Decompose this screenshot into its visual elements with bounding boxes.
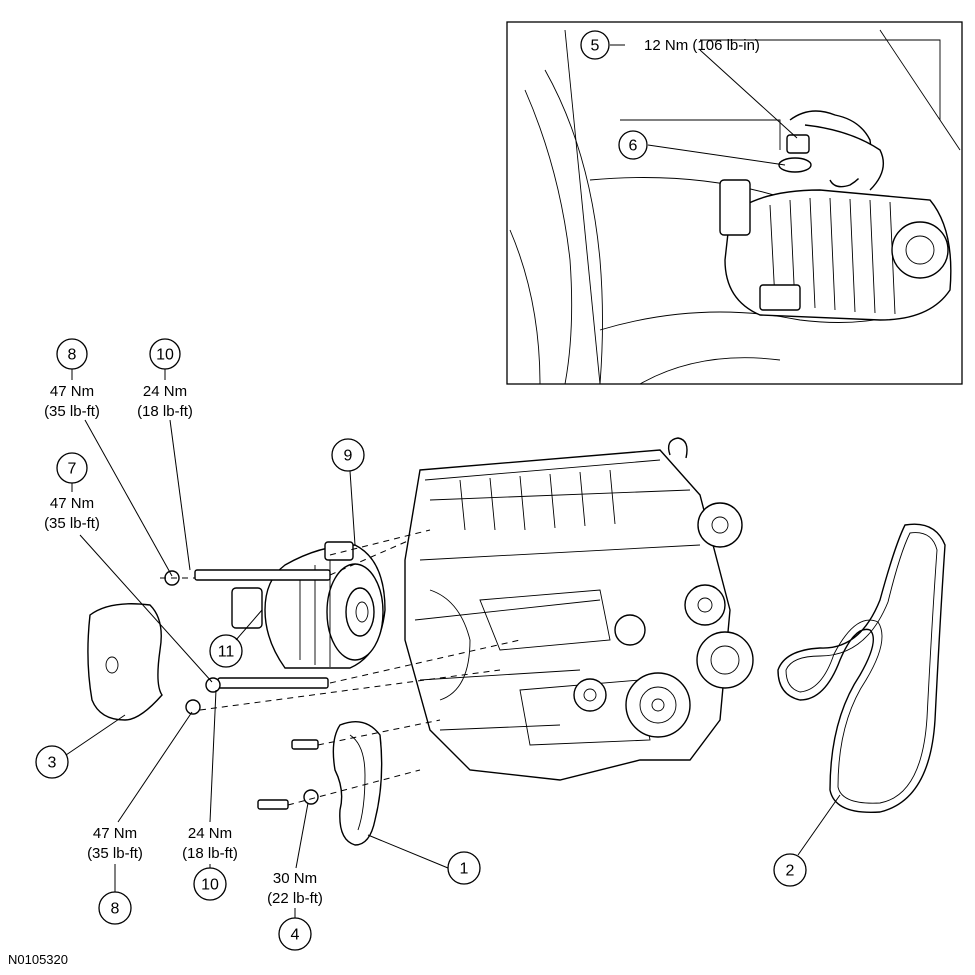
figure-id: N0105320 [8, 952, 68, 967]
callout-10-top: 10 24 Nm (18 lb-ft) [137, 338, 193, 571]
callout-2: 2 [773, 794, 841, 887]
inset-callout-5-number: 5 [591, 38, 600, 55]
callout-8-top-torque-imp: (35 lb-ft) [44, 403, 100, 420]
callout-10-top-number: 10 [156, 347, 174, 364]
callout-9-number: 9 [344, 448, 353, 465]
callout-10-top-torque-nm: 24 Nm [143, 383, 187, 400]
callout-7-torque-imp: (35 lb-ft) [44, 515, 100, 532]
callout-4-number: 4 [291, 927, 300, 944]
inset-callout-5-torque: 12 Nm (106 lb-in) [644, 37, 760, 54]
callout-3: 3 [35, 714, 126, 779]
callout-10-bottom: 24 Nm (18 lb-ft) 10 [182, 689, 238, 901]
engine-pulleys [573, 502, 754, 738]
inset-generator [719, 179, 952, 321]
callout-7: 7 47 Nm (35 lb-ft) [44, 452, 213, 683]
callout-8-bottom-torque-nm: 47 Nm [93, 825, 137, 842]
generator-bracket [257, 719, 441, 846]
callout-4-torque-nm: 30 Nm [273, 870, 317, 887]
callout-8-bottom-number: 8 [111, 901, 120, 918]
inset-callout-6-number: 6 [629, 138, 638, 155]
callout-9: 9 [331, 438, 365, 546]
generator-bolts [160, 529, 521, 715]
generator-cover [87, 603, 163, 721]
callout-4: 30 Nm (22 lb-ft) 4 [267, 802, 323, 951]
callout-2-number: 2 [786, 863, 795, 880]
callout-10-bottom-number: 10 [201, 877, 219, 894]
callout-1-number: 1 [460, 861, 469, 878]
inset-detail-view: 5 12 Nm (106 lb-in) 6 [506, 21, 963, 385]
accessory-drive-belt [777, 523, 946, 814]
callout-1: 1 [367, 834, 481, 885]
callout-11-number: 11 [218, 644, 235, 661]
callout-4-torque-imp: (22 lb-ft) [267, 890, 323, 907]
callout-7-number: 7 [68, 461, 77, 478]
inset-callout-5: 5 12 Nm (106 lb-in) [580, 30, 798, 139]
callout-8-bottom-torque-imp: (35 lb-ft) [87, 845, 143, 862]
callout-10-top-torque-imp: (18 lb-ft) [137, 403, 193, 420]
callout-8-top-torque-nm: 47 Nm [50, 383, 94, 400]
callout-8-top: 8 47 Nm (35 lb-ft) [44, 338, 173, 577]
inset-b-terminal-connector [778, 110, 884, 191]
callout-3-number: 3 [48, 755, 57, 772]
inset-callout-6: 6 [618, 130, 786, 166]
callout-8-bottom: 47 Nm (35 lb-ft) 8 [87, 711, 193, 925]
engine-assembly [404, 437, 754, 781]
callout-10-bottom-torque-imp: (18 lb-ft) [182, 845, 238, 862]
callout-11: 11 [209, 609, 263, 668]
callout-7-torque-nm: 47 Nm [50, 495, 94, 512]
callout-10-bottom-torque-nm: 24 Nm [188, 825, 232, 842]
callout-8-top-number: 8 [68, 347, 77, 364]
